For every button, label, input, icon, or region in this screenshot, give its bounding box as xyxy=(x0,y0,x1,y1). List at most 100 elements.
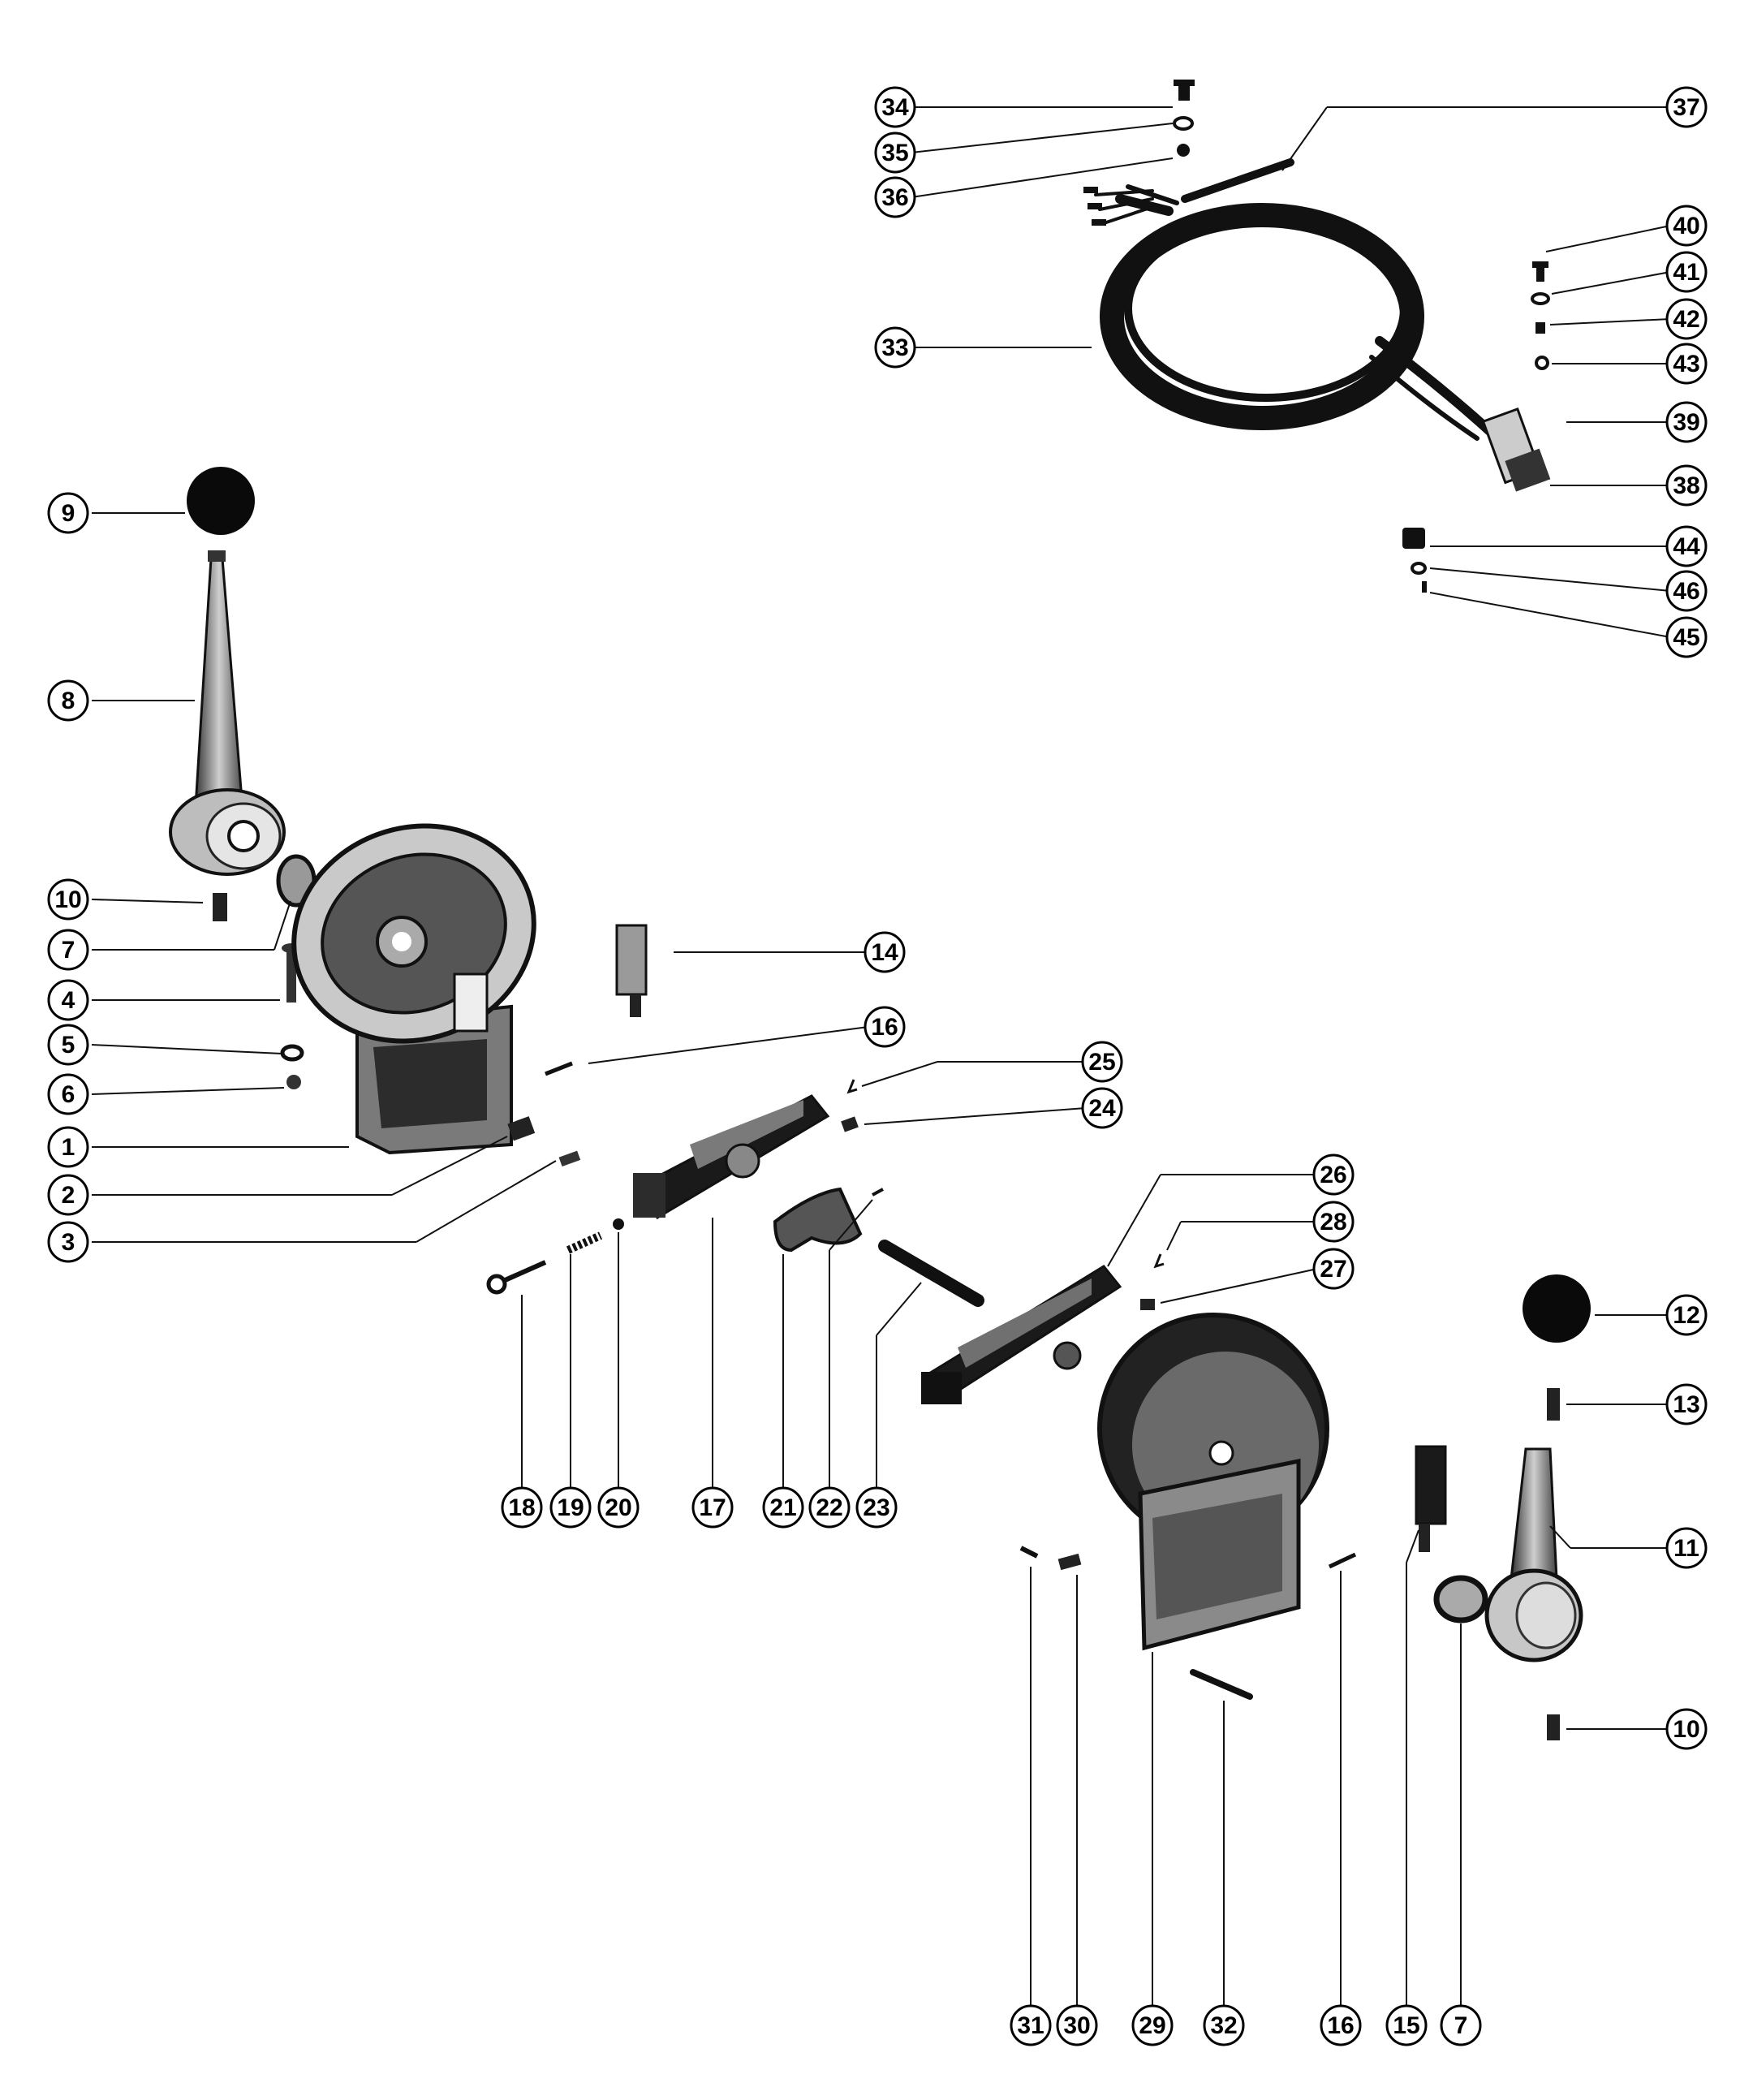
callout-12: 12 xyxy=(1665,1294,1708,1336)
knob-12-part xyxy=(1523,1274,1591,1343)
lever-11-part xyxy=(1484,1447,1583,1662)
callout-circle xyxy=(864,1006,906,1048)
callout-circle xyxy=(1312,1153,1355,1196)
lever-8-part xyxy=(169,550,286,876)
spring-19-part xyxy=(566,1231,603,1254)
callout-circle xyxy=(808,1486,851,1529)
callout-16: 16 xyxy=(1320,2004,1362,2046)
callout-number: 42 xyxy=(1673,306,1699,333)
screw-34-part xyxy=(1174,80,1195,101)
callout-number: 1 xyxy=(62,1134,75,1161)
pin-16-part xyxy=(545,1061,573,1076)
callout-20: 20 xyxy=(597,1486,640,1529)
callout-3: 3 xyxy=(47,1221,89,1263)
callout-26: 26 xyxy=(1312,1153,1355,1196)
callout-number: 40 xyxy=(1673,213,1699,239)
callout-10: 10 xyxy=(47,878,89,921)
cotter-28-part xyxy=(1153,1253,1165,1269)
bushing-7-part-2 xyxy=(1433,1575,1488,1624)
callout-circle xyxy=(874,86,916,128)
callout-circle xyxy=(1665,1708,1708,1750)
callout-circle xyxy=(501,1486,543,1529)
callout-29: 29 xyxy=(1131,2004,1174,2046)
callout-number: 4 xyxy=(62,987,75,1014)
callout-18: 18 xyxy=(501,1486,543,1529)
callout-circle xyxy=(762,1486,804,1529)
callout-9: 9 xyxy=(47,492,89,534)
screw-31-part xyxy=(1019,1546,1039,1559)
callout-number: 22 xyxy=(816,1494,842,1521)
setscrew-10-part xyxy=(213,893,227,921)
callout-32: 32 xyxy=(1203,2004,1245,2046)
callout-circle xyxy=(47,1174,89,1216)
callout-circle xyxy=(855,1486,898,1529)
callout-44: 44 xyxy=(1665,525,1708,567)
cam-21-part xyxy=(773,1187,863,1253)
callout-number: 9 xyxy=(62,500,75,527)
callout-5: 5 xyxy=(47,1024,89,1066)
callout-number: 28 xyxy=(1320,1209,1346,1235)
callout-31: 31 xyxy=(1010,2004,1052,2046)
callout-circle xyxy=(47,679,89,722)
screw-3-part xyxy=(558,1150,581,1167)
callout-number: 18 xyxy=(508,1494,535,1521)
callout-number: 6 xyxy=(62,1081,75,1108)
pin-16-part-2 xyxy=(1328,1552,1357,1569)
callout-number: 34 xyxy=(881,94,909,121)
callout-number: 20 xyxy=(605,1494,631,1521)
callout-circle xyxy=(47,878,89,921)
callout-number: 3 xyxy=(62,1229,75,1256)
callout-number: 25 xyxy=(1088,1049,1115,1076)
callout-circle xyxy=(1665,1294,1708,1336)
callout-number: 10 xyxy=(54,886,81,913)
callout-23: 23 xyxy=(855,1486,898,1529)
callout-circle xyxy=(874,176,916,218)
pin-22-part xyxy=(872,1188,884,1197)
bushing-24-part xyxy=(841,1116,859,1132)
callout-number: 44 xyxy=(1673,533,1700,560)
callout-circle xyxy=(47,492,89,534)
callout-number: 41 xyxy=(1673,259,1699,286)
callout-40: 40 xyxy=(1665,205,1708,247)
callout-43: 43 xyxy=(1665,343,1708,385)
washer-5-part xyxy=(280,1044,304,1062)
callout-circle xyxy=(1665,298,1708,340)
wiring-harness-part xyxy=(1083,158,1498,441)
callout-number: 15 xyxy=(1393,2012,1419,2039)
callout-circle xyxy=(1665,1527,1708,1569)
callout-circle xyxy=(1665,251,1708,293)
callout-number: 21 xyxy=(769,1494,796,1521)
callout-number: 30 xyxy=(1063,2012,1090,2039)
callout-circle xyxy=(1131,2004,1174,2046)
callout-number: 8 xyxy=(62,688,75,714)
callout-number: 16 xyxy=(1327,2012,1354,2039)
callout-circle xyxy=(1665,86,1708,128)
callout-circle xyxy=(1312,1248,1355,1290)
nut-36-part xyxy=(1177,144,1190,157)
callout-circle xyxy=(874,326,916,369)
callout-number: 13 xyxy=(1673,1391,1699,1418)
shaft-23-part xyxy=(878,1240,984,1307)
callout-number: 33 xyxy=(881,334,908,361)
callout-circle xyxy=(1010,2004,1052,2046)
part-46 xyxy=(1411,562,1427,575)
callout-42: 42 xyxy=(1665,298,1708,340)
nut-20-part xyxy=(613,1218,624,1230)
bushing-27-part xyxy=(1140,1299,1155,1310)
callout-number: 23 xyxy=(863,1494,889,1521)
setscrew-13-part xyxy=(1547,1388,1560,1421)
callout-13: 13 xyxy=(1665,1383,1708,1425)
callout-17: 17 xyxy=(691,1486,734,1529)
callout-number: 37 xyxy=(1673,94,1699,121)
callout-15: 15 xyxy=(1385,2004,1428,2046)
callout-34: 34 xyxy=(874,86,916,128)
callout-38: 38 xyxy=(1665,464,1708,507)
callout-4: 4 xyxy=(47,979,89,1021)
callout-circle xyxy=(1665,401,1708,443)
callout-number: 5 xyxy=(62,1032,75,1059)
callout-circle xyxy=(1385,2004,1428,2046)
callout-number: 7 xyxy=(1454,2012,1468,2039)
rod-end-18-part xyxy=(486,1260,547,1295)
bolt-32-part xyxy=(1190,1669,1253,1700)
